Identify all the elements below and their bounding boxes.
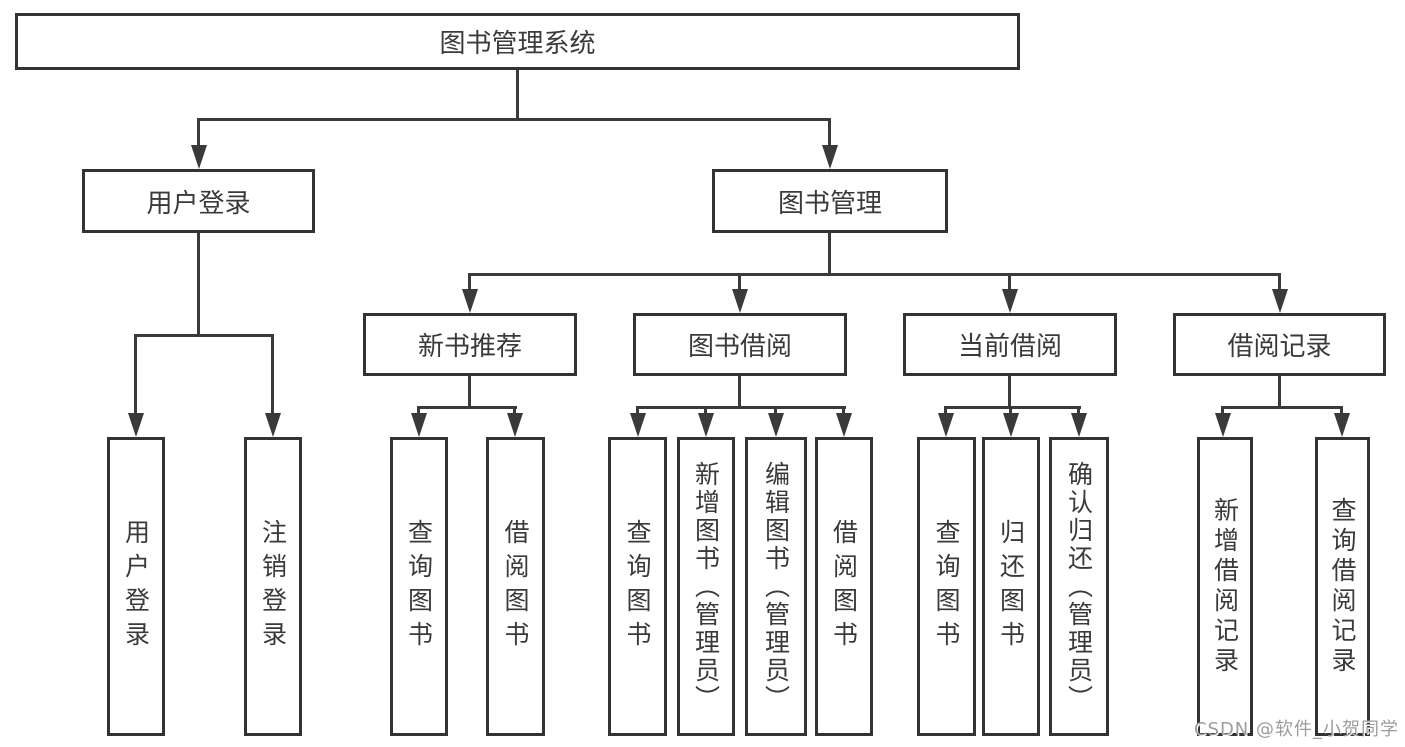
arrowhead-current-borrow [1002, 289, 1018, 313]
arrowhead-br-leaf2 [1334, 413, 1350, 437]
connector-to-book-mgmt [828, 118, 831, 148]
csdn-watermark: CSDN @软件_小贺同学 [1193, 719, 1399, 740]
node-current-borrowing: 当前借阅 [903, 313, 1117, 376]
arrowhead-leaf-login [128, 413, 144, 437]
connector-bb-leaf2 [704, 406, 707, 416]
connector-bb-leaf1 [636, 406, 639, 416]
connector-borrow-rail [636, 406, 846, 409]
arrowhead-borrow-records [1272, 289, 1288, 313]
leaf-add-borrow-record: 新增借阅记录 [1197, 437, 1253, 736]
connector-current-rail [944, 406, 1081, 409]
leaf-query-borrow-record: 查询借阅记录 [1315, 437, 1370, 736]
arrowhead-book-borrow [732, 289, 748, 313]
arrowhead-bb-leaf3 [768, 413, 784, 437]
leaf-edit-book-admin: 编辑图书（管理员） [745, 437, 807, 736]
connector-user-login-rail [134, 334, 274, 337]
leaf-add-book-admin: 新增图书（管理员） [677, 437, 735, 736]
connector-to-leaf-login [134, 334, 137, 416]
leaf-borrow-books: 借阅图书 [815, 437, 873, 736]
leaf-query-books-current: 查询图书 [917, 437, 976, 736]
arrowhead-bb-leaf4 [836, 413, 852, 437]
connector-cb-leaf1 [944, 406, 947, 416]
connector-records-rail [1221, 406, 1343, 409]
connector-new-book-stem [468, 376, 471, 406]
connector-cb-leaf2 [1009, 406, 1012, 416]
arrowhead-cb-leaf2 [1003, 413, 1019, 437]
connector-book-mgmt-stem [828, 233, 831, 273]
connector-new-book-rail [417, 406, 517, 409]
connector-cb-leaf3 [1077, 406, 1080, 416]
connector-level3-rail [468, 273, 1281, 276]
node-borrow-records: 借阅记录 [1173, 313, 1386, 376]
arrowhead-new-book-rec [462, 289, 478, 313]
leaf-user-login: 用户登录 [107, 437, 165, 736]
arrowhead-bb-leaf2 [698, 413, 714, 437]
leaf-confirm-return-admin: 确认归还（管理员） [1049, 437, 1109, 736]
connector-to-current-borrow [1008, 273, 1011, 291]
leaf-borrow-books-recommend: 借阅图书 [486, 437, 545, 736]
connector-br-leaf1 [1221, 406, 1224, 416]
connector-nb-leaf1 [417, 406, 420, 416]
node-new-book-recommend: 新书推荐 [363, 313, 577, 376]
connector-level2-rail [197, 118, 831, 121]
connector-records-stem [1278, 376, 1281, 406]
arrowhead-nb-leaf1 [411, 413, 427, 437]
connector-current-stem [1008, 376, 1011, 406]
leaf-query-books-recommend: 查询图书 [390, 437, 448, 736]
connector-bb-leaf3 [774, 406, 777, 416]
arrowhead-bb-leaf1 [630, 413, 646, 437]
leaf-query-books-borrow: 查询图书 [608, 437, 667, 736]
connector-root-stem [516, 70, 519, 118]
node-book-management: 图书管理 [712, 169, 948, 233]
connector-to-user-login [197, 118, 200, 148]
connector-to-book-borrow [738, 273, 741, 291]
arrowhead-br-leaf1 [1215, 413, 1231, 437]
arrowhead-cb-leaf3 [1071, 413, 1087, 437]
node-user-login: 用户登录 [82, 169, 315, 233]
connector-to-borrow-records [1278, 273, 1281, 291]
connector-bb-leaf4 [842, 406, 845, 416]
node-book-borrowing: 图书借阅 [633, 313, 847, 376]
arrowhead-nb-leaf2 [507, 413, 523, 437]
leaf-return-book: 归还图书 [982, 437, 1040, 736]
connector-br-leaf2 [1340, 406, 1343, 416]
arrowhead-cb-leaf1 [938, 413, 954, 437]
leaf-logout: 注销登录 [244, 437, 302, 736]
connector-borrow-stem [738, 376, 741, 406]
arrowhead-book-mgmt [822, 145, 838, 169]
connector-nb-leaf2 [513, 406, 516, 416]
connector-to-leaf-logout [271, 334, 274, 416]
arrowhead-user-login [191, 145, 207, 169]
node-library-management-system: 图书管理系统 [15, 13, 1020, 70]
connector-user-login-stem [197, 233, 200, 334]
connector-to-new-book-rec [468, 273, 471, 291]
arrowhead-leaf-logout [265, 413, 281, 437]
